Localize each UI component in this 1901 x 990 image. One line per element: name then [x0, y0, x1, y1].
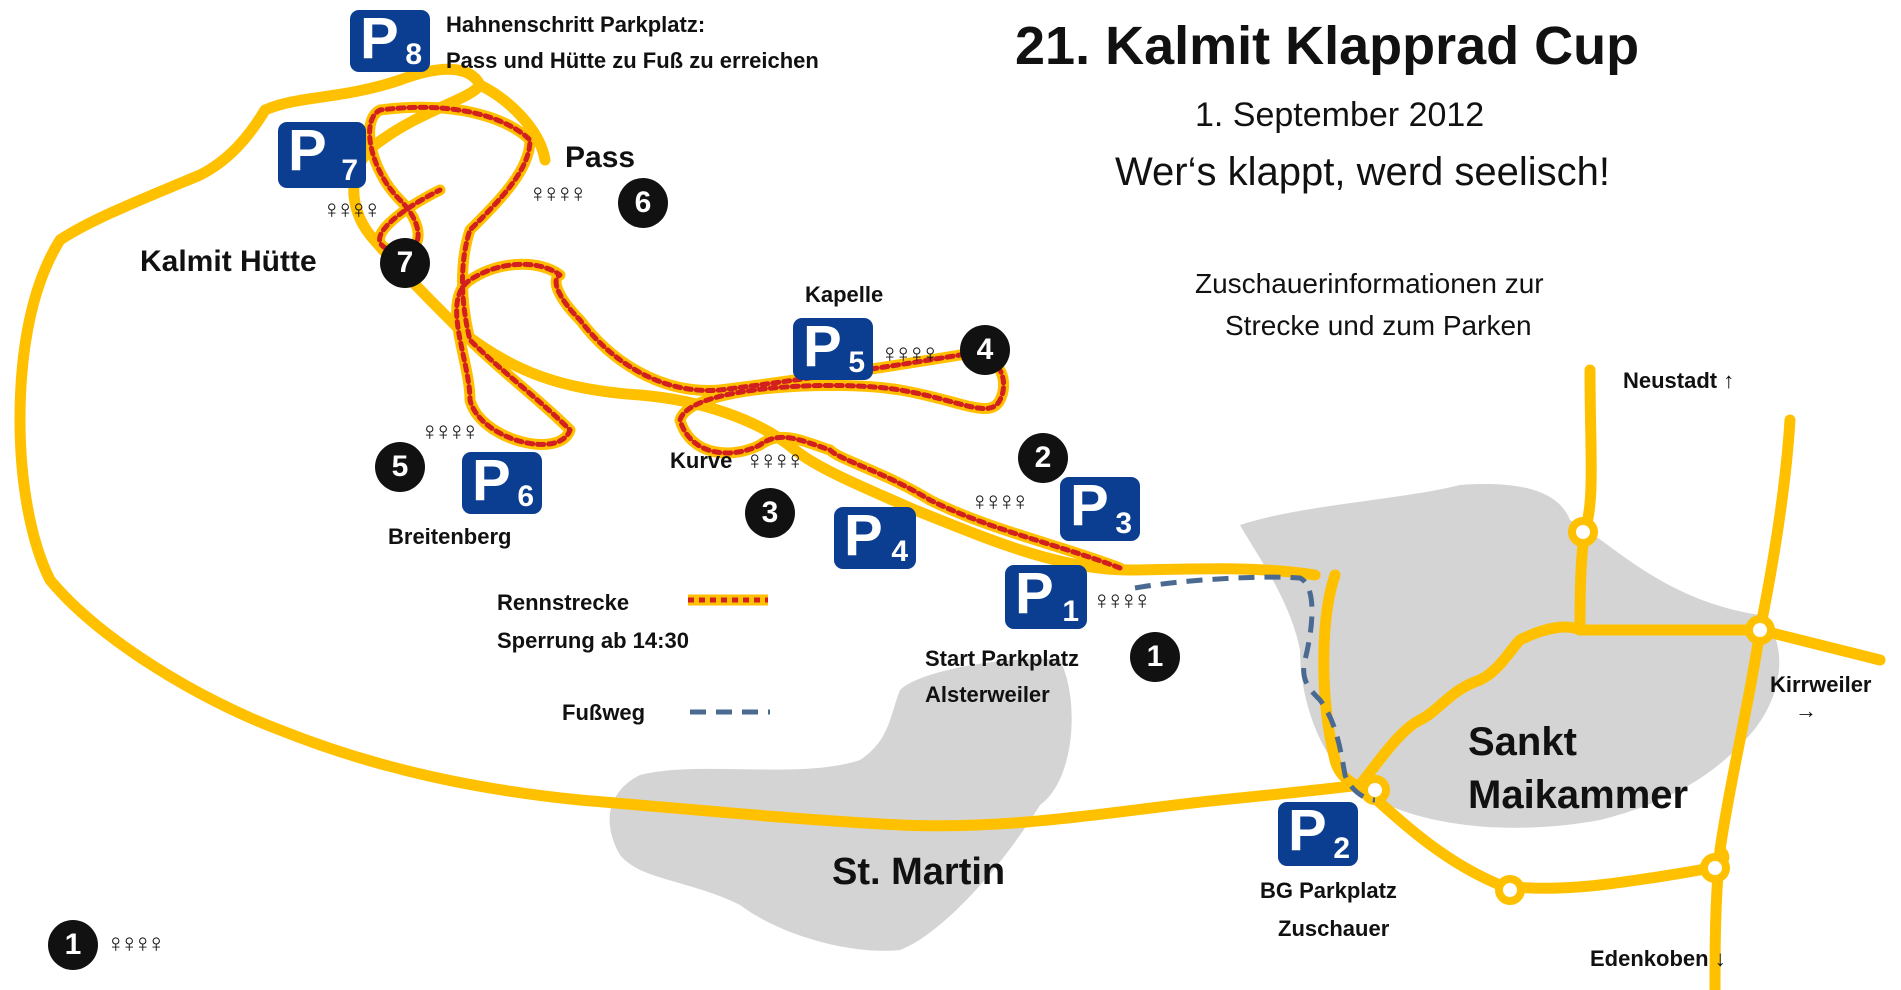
roundabout [1745, 615, 1775, 645]
p8-label-line-2: Pass und Hütte zu Fuß zu erreichen [446, 48, 819, 73]
spectator-icon: ♀♀♀♀ [420, 416, 480, 446]
p2-label-line-1: BG Parkplatz [1260, 878, 1397, 903]
parking-p6-badge: P 6 [462, 452, 542, 514]
parking-number: 7 [341, 154, 358, 187]
legend-race-label: Rennstrecke [497, 590, 630, 615]
arrow-right-icon: → [1795, 698, 1817, 724]
road-kirrweiler [1709, 414, 1796, 990]
viewpoint-7-marker: 7 [380, 238, 430, 288]
kirrweiler-label: Kirrweiler [1770, 672, 1872, 697]
viewpoint-3-marker: 3 [745, 488, 795, 538]
parking-number: 4 [891, 535, 908, 568]
parking-p-letter: P [803, 314, 842, 379]
viewpoint-5-marker: 5 [375, 442, 425, 492]
parking-p-letter: P [1015, 561, 1054, 626]
race-track-dashes [367, 104, 1123, 571]
start-label-line-2: Alsterweiler [925, 682, 1050, 707]
st-martin-label: St. Martin [832, 851, 1006, 893]
info-line-1: Zuschauerinformationen zur [1195, 268, 1544, 299]
legend-viewpoint-marker: 1 [48, 920, 98, 970]
parking-p-letter: P [844, 503, 883, 568]
parking-number: 2 [1333, 832, 1350, 865]
parking-p5-badge: P 5 [793, 318, 873, 380]
spectator-icon: ♀♀♀♀ [1092, 585, 1152, 615]
edenkoben-label: Edenkoben [1590, 946, 1709, 971]
parking-number: 1 [1062, 595, 1079, 628]
roundabout [1700, 853, 1730, 883]
arrow-down-icon: ↓ [1714, 946, 1726, 971]
direction-neustadt: Neustadt ↑ [1623, 368, 1734, 394]
map-title: 21. Kalmit Klapprad Cup [1015, 16, 1640, 76]
road-maikammer-inner [1318, 569, 1381, 796]
spectator-icon: ♀♀♀♀ [745, 445, 805, 475]
parking-p-letter: P [1070, 473, 1109, 538]
road-upper-branch [474, 79, 551, 166]
kapelle-label: Kapelle [805, 282, 884, 307]
legend-foot-label: Fußweg [562, 700, 646, 725]
spectator-icon: ♀♀♀♀ [106, 928, 166, 958]
parking-p2-badge: P 2 [1278, 802, 1358, 866]
parking-p-letter: P [360, 6, 399, 71]
parking-p4-badge: P 4 [834, 507, 916, 569]
spectator-icon: ♀♀♀♀ [322, 194, 382, 224]
roundabout [1495, 875, 1525, 905]
direction-kirrweiler: Kirrweiler → [1770, 672, 1872, 725]
road-outer-loop [14, 63, 1366, 832]
parking-p8-badge: P 8 [350, 10, 430, 72]
legend-closure-label: Sperrung ab 14:30 [497, 628, 689, 653]
viewpoint-4-marker: 4 [960, 325, 1010, 375]
viewpoint-2-marker: 2 [1018, 433, 1068, 483]
parking-number: 3 [1115, 507, 1132, 540]
arrow-up-icon: ↑ [1723, 368, 1735, 393]
breitenberg-label: Breitenberg [388, 524, 512, 549]
event-date: 1. September 2012 [1195, 96, 1485, 134]
kurve-label: Kurve [670, 448, 733, 473]
neustadt-label: Neustadt [1623, 368, 1718, 393]
direction-edenkoben: Edenkoben ↓ [1590, 946, 1726, 972]
spectator-icon: ♀♀♀♀ [880, 338, 940, 368]
sankt-maikammer-line-1: Sankt [1468, 720, 1577, 764]
footpath [1134, 574, 1376, 803]
parking-p7-badge: P 7 [278, 122, 366, 188]
roundabout [1568, 517, 1598, 547]
p8-label-line-1: Hahnenschritt Parkplatz: [446, 12, 706, 37]
start-label-line-1: Start Parkplatz [925, 646, 1080, 671]
slogan: Wer‘s klappt, werd seelisch! [1115, 150, 1610, 194]
viewpoint-1-marker: 1 [1130, 632, 1180, 682]
road-maikammer-ring [1354, 621, 1586, 791]
parking-p1-badge: P 1 [1005, 565, 1087, 629]
kalmit-huette-label: Kalmit Hütte [140, 245, 317, 278]
spectator-icon: ♀♀♀♀ [970, 486, 1030, 516]
viewpoint-6-marker: 6 [618, 178, 668, 228]
parking-p-letter: P [288, 118, 327, 183]
info-line-2: Strecke und zum Parken [1225, 310, 1532, 341]
parking-number: 8 [405, 38, 422, 71]
parking-p-letter: P [472, 448, 511, 513]
spectator-icon: ♀♀♀♀ [528, 178, 588, 208]
parking-p-letter: P [1288, 798, 1327, 863]
sankt-maikammer-line-2: Maikammer [1468, 773, 1689, 817]
pass-label: Pass [565, 141, 636, 174]
parking-number: 6 [517, 480, 534, 513]
parking-number: 5 [848, 346, 865, 379]
st-martin-area [609, 659, 1072, 951]
parking-p3-badge: P 3 [1060, 477, 1140, 541]
p2-label-line-2: Zuschauer [1278, 916, 1390, 941]
